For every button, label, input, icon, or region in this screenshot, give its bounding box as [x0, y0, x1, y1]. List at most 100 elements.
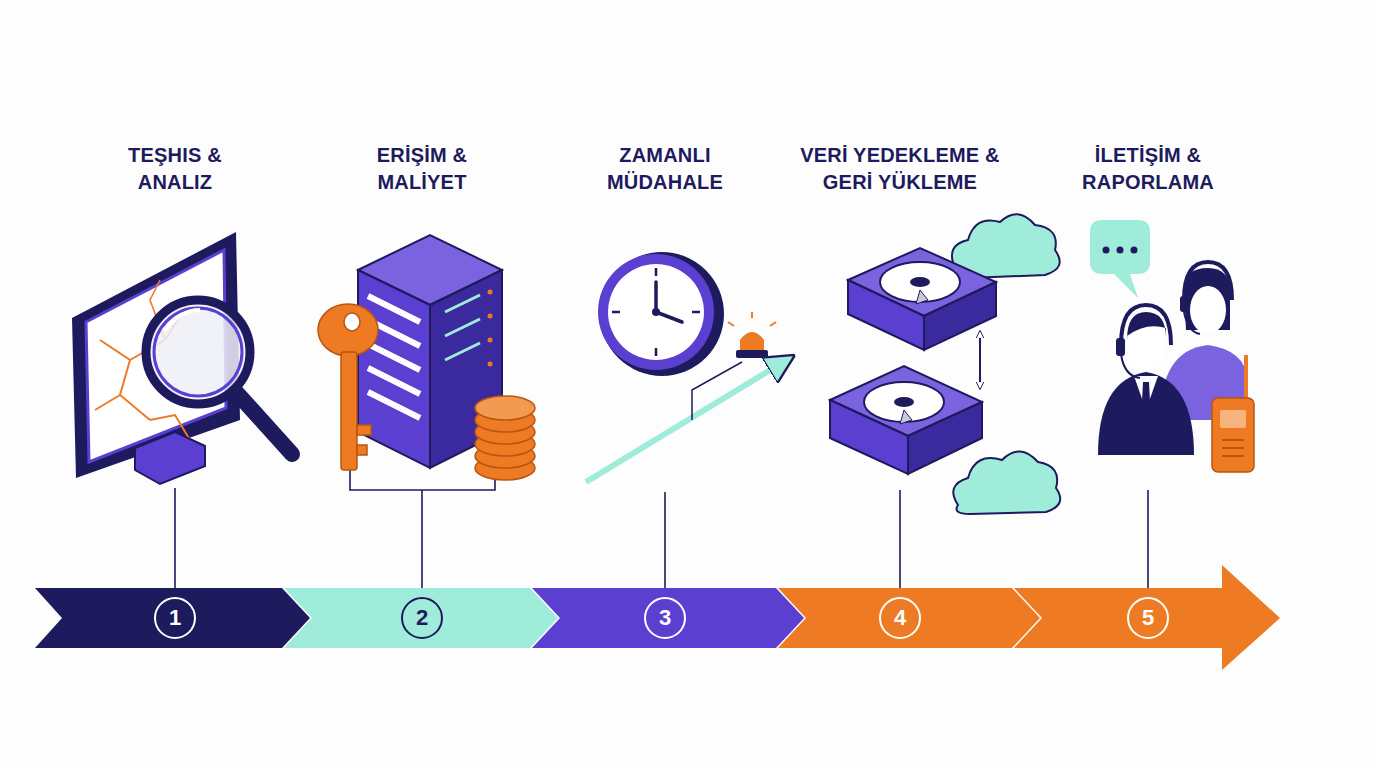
leader-line	[350, 470, 495, 490]
response-arrow	[692, 362, 742, 420]
step-number-circle: 2	[401, 597, 443, 639]
server-icon	[368, 368, 420, 394]
clock-icon	[654, 282, 658, 312]
leader-line	[421, 490, 423, 588]
step-number-circle: 3	[644, 597, 686, 639]
coin-stack	[475, 396, 535, 480]
alarm-light	[736, 350, 768, 358]
leader-line	[664, 492, 666, 588]
walkie-talkie-icon	[1212, 398, 1254, 472]
server-icon	[368, 344, 420, 370]
alarm-light	[740, 332, 764, 352]
support-agent	[1116, 338, 1125, 356]
key-icon	[318, 304, 378, 470]
server-icon	[488, 314, 493, 319]
clock-icon	[598, 252, 724, 376]
clock-icon	[655, 268, 658, 276]
server-icon	[488, 290, 493, 295]
speech-bubble	[1117, 247, 1124, 254]
step-number: 1	[169, 607, 181, 629]
band-segment	[778, 588, 1040, 648]
leader-line	[899, 490, 901, 588]
hard-drive-icon	[900, 410, 912, 424]
response-arrow	[586, 358, 790, 482]
key-icon	[318, 304, 378, 356]
clock-icon	[692, 311, 700, 314]
hard-drive-icon	[910, 277, 930, 287]
magnifier-icon	[236, 392, 292, 454]
band-segment	[35, 588, 310, 648]
speech-bubble	[1131, 247, 1138, 254]
cloud-icon	[952, 214, 1060, 514]
server-icon	[445, 295, 480, 360]
key-icon	[341, 352, 357, 470]
support-agent	[1141, 382, 1151, 428]
server-icon	[368, 296, 420, 322]
alarm-light	[728, 322, 734, 326]
clock-icon	[608, 264, 704, 360]
cloud-icon	[953, 451, 1060, 514]
step-title: ZAMANLI MÜDAHALE	[580, 142, 750, 196]
support-agent	[1190, 286, 1226, 334]
alarm-light	[770, 322, 776, 326]
cloud-icon	[952, 214, 1060, 278]
speech-bubble	[1090, 220, 1150, 298]
walkie-talkie-icon	[1222, 439, 1244, 441]
support-agent	[1184, 262, 1232, 300]
magnifier-icon	[165, 310, 200, 330]
step-number-circle: 5	[1127, 597, 1169, 639]
process-band	[35, 565, 1280, 670]
support-agent	[1184, 312, 1200, 334]
walkie-talkie-icon	[1212, 355, 1254, 472]
band-segment	[532, 588, 804, 648]
walkie-talkie-icon	[1244, 355, 1248, 400]
clock-icon	[612, 311, 620, 314]
monitor-icon	[135, 432, 205, 484]
leader-line	[1147, 490, 1149, 588]
support-agent	[1127, 312, 1166, 340]
server-icon	[358, 270, 430, 468]
key-icon	[344, 313, 360, 331]
support-agent	[1098, 372, 1194, 455]
step-title: VERİ YEDEKLEME & GERİ YÜKLEME	[790, 142, 1010, 196]
monitor-icon	[95, 395, 120, 410]
magnifier-icon	[146, 300, 250, 404]
step-number: 3	[659, 607, 671, 629]
step-number: 5	[1142, 607, 1154, 629]
band-segment	[284, 588, 558, 648]
hard-drive-icon	[916, 290, 928, 304]
speech-bubble	[1103, 247, 1110, 254]
clock-icon	[655, 348, 658, 356]
server-icon	[445, 343, 480, 360]
support-agent	[1121, 305, 1171, 345]
step-title: ERİŞİM & MALİYET	[347, 142, 497, 196]
clock-icon	[656, 312, 682, 322]
step-number-circle: 4	[879, 597, 921, 639]
response-arrow	[586, 358, 790, 482]
server-icon	[445, 295, 480, 312]
band-segment	[1014, 565, 1280, 670]
support-agent	[1098, 262, 1248, 455]
sync-arrow	[980, 332, 981, 388]
hard-drive-icon	[894, 397, 914, 407]
step-title: İLETİŞİM & RAPORLAMA	[1053, 142, 1243, 196]
server-icon	[368, 296, 420, 418]
server-icon	[488, 338, 493, 343]
hard-drive-icon	[830, 248, 996, 474]
support-agent	[1180, 296, 1188, 312]
coin-stack	[475, 396, 535, 420]
speech-bubble	[1090, 220, 1150, 298]
support-agent	[1121, 354, 1140, 378]
walkie-talkie-icon	[1222, 455, 1244, 457]
alarm-light	[728, 312, 776, 358]
server-icon	[445, 319, 480, 336]
magnifier-icon	[146, 300, 292, 454]
step-title: TEŞHIS & ANALIZ	[100, 142, 250, 196]
walkie-talkie-icon	[1220, 410, 1246, 428]
clock-icon	[612, 268, 700, 356]
leader-line	[174, 488, 176, 588]
magnifier-icon	[154, 308, 242, 396]
step-number: 2	[416, 607, 428, 629]
